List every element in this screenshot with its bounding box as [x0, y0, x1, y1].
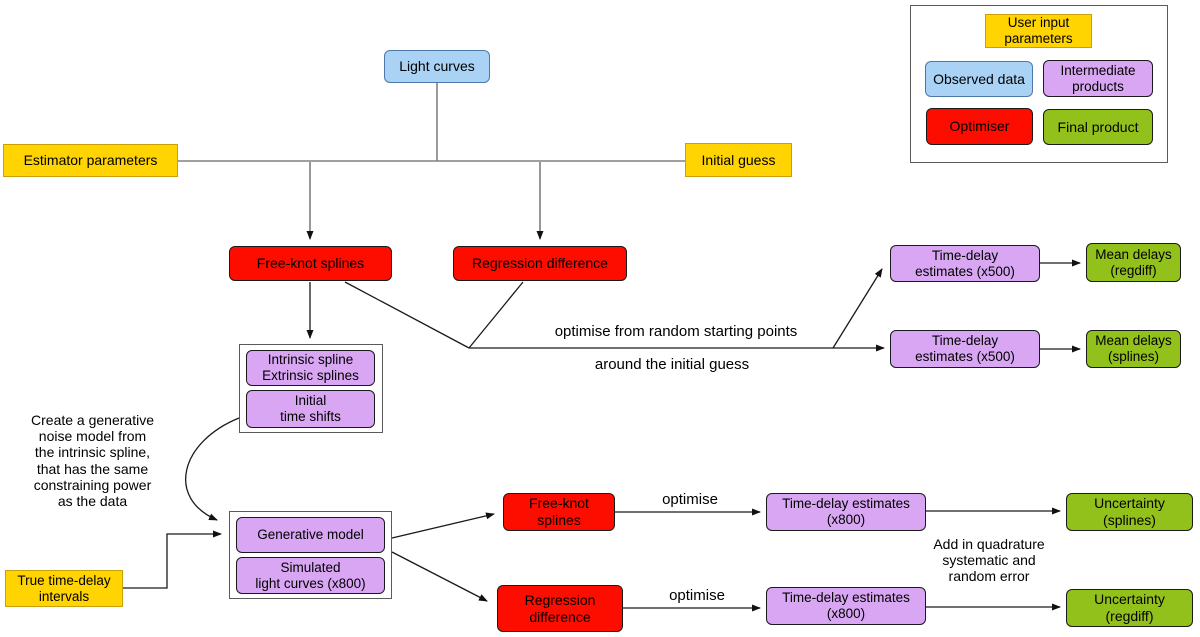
regdiff-to-junction — [468, 281, 524, 349]
node-tde500-regdiff: Time-delay estimates (x500) — [890, 245, 1040, 282]
label-optimise-splines: optimise — [662, 491, 718, 508]
arrow-to-tde500-regdiff — [832, 268, 883, 349]
node-free-knot-splines-bottom: Free-knot splines — [503, 493, 615, 531]
node-estimator-parameters: Estimator parameters — [3, 144, 178, 177]
legend-title: User input parameters — [985, 14, 1092, 48]
node-mean-delays-regdiff: Mean delays (regdiff) — [1086, 243, 1181, 282]
freeknot-to-junction — [344, 281, 470, 349]
label-optimise-random: optimise from random starting points — [554, 323, 798, 340]
node-light-curves: Light curves — [384, 50, 490, 83]
node-regression-difference-top: Regression difference — [453, 246, 627, 281]
label-around-guess: around the initial guess — [594, 356, 750, 373]
legend-optimiser: Optimiser — [926, 108, 1033, 145]
node-true-time-delay: True time-delay intervals — [5, 570, 123, 607]
node-intrinsic-extrinsic-splines: Intrinsic spline Extrinsic splines — [246, 350, 375, 386]
label-optimise-regdiff: optimise — [669, 587, 725, 604]
node-uncertainty-splines: Uncertainty (splines) — [1066, 493, 1193, 531]
node-free-knot-splines-top: Free-knot splines — [229, 246, 392, 281]
label-create-generative: Create a generative noise model from the… — [31, 412, 154, 510]
node-generative-model: Generative model — [236, 517, 385, 553]
node-uncertainty-regdiff: Uncertainty (regdiff) — [1066, 589, 1193, 627]
node-tde800-splines: Time-delay estimates (x800) — [766, 493, 926, 531]
node-regression-difference-bottom: Regression difference — [497, 585, 623, 632]
curve-group-to-generative — [185, 417, 240, 521]
label-add-quadrature: Add in quadrature systematic and random … — [933, 536, 1045, 585]
node-tde800-regdiff: Time-delay estimates (x800) — [766, 587, 926, 625]
node-mean-delays-splines: Mean delays (splines) — [1086, 330, 1181, 368]
arrow-to-regdiff-bottom — [391, 551, 488, 602]
node-simulated-light-curves: Simulated light curves (x800) — [236, 557, 385, 594]
legend-final-product: Final product — [1043, 109, 1153, 145]
legend-intermediate-products: Intermediate products — [1043, 60, 1153, 97]
node-initial-time-shifts: Initial time shifts — [246, 390, 375, 428]
node-tde500-splines: Time-delay estimates (x500) — [890, 330, 1040, 368]
elbow-truedelay-to-generative — [123, 530, 222, 589]
arrow-to-freeknot-bottom — [391, 512, 495, 539]
node-initial-guess: Initial guess — [685, 143, 792, 177]
legend-observed-data: Observed data — [925, 61, 1033, 97]
